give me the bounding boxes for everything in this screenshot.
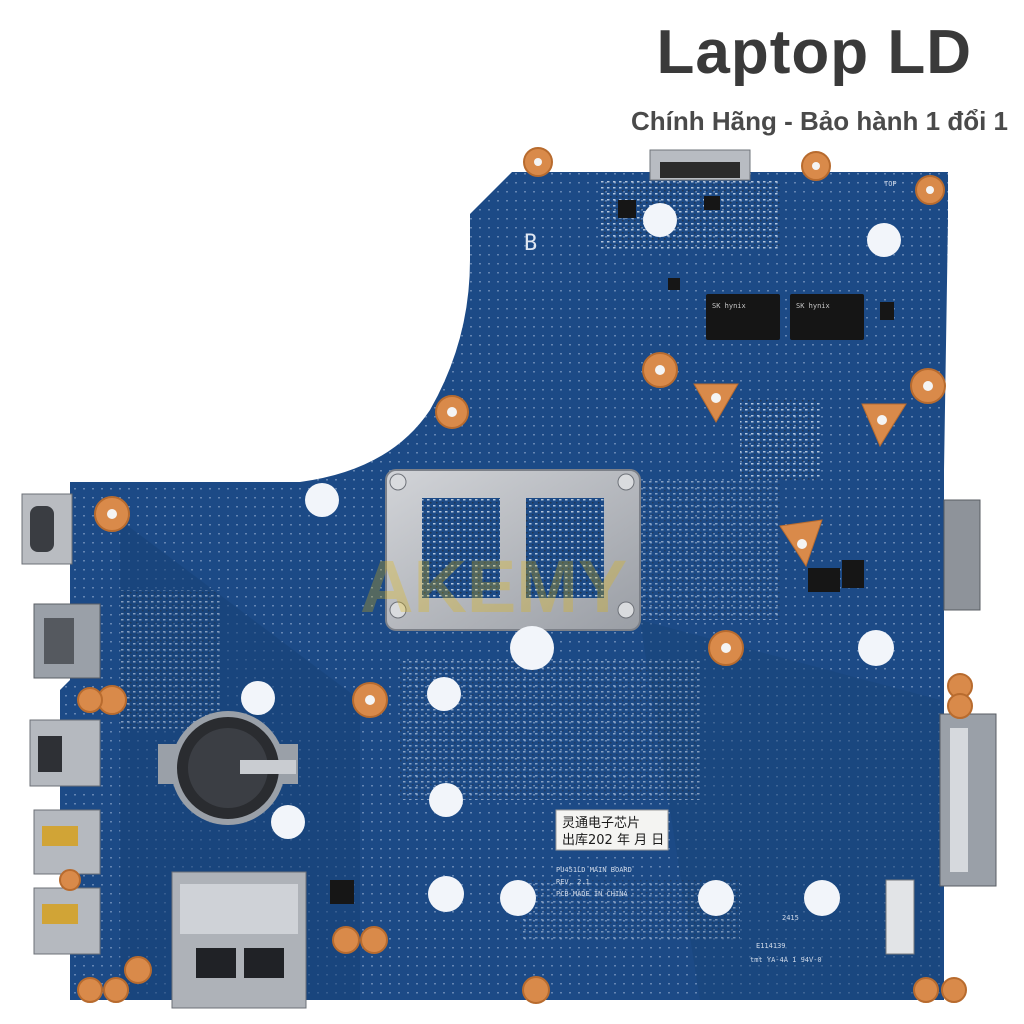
svg-text:灵通电子芯片: 灵通电子芯片: [562, 816, 640, 831]
watermark-akemy: AKEMY: [360, 545, 627, 628]
cmos-battery-holder: [158, 711, 298, 825]
side-marker: B: [524, 231, 537, 256]
ram-chip-1: SK hynix: [706, 294, 780, 340]
svg-text:出库202 年 月 日: 出库202 年 月 日: [562, 832, 664, 848]
sd-card-slot: [171, 871, 307, 1009]
board-made: PCB MADE IN CHINA: [556, 890, 628, 898]
ethernet-port: [33, 603, 101, 679]
brand-subtitle: Chính Hãng - Bảo hành 1 đổi 1: [631, 106, 1008, 136]
board-date-code: 2415: [782, 914, 799, 922]
battery-connector: [649, 149, 751, 181]
brand-title: Laptop LD: [656, 18, 972, 87]
top-marker: TOP: [884, 180, 897, 188]
mounting-pads: [59, 147, 973, 1004]
cpu-bracket: [385, 469, 641, 631]
hdmi-port: [29, 719, 101, 787]
chip-sticker: 灵通电子芯片 出库202 年 月 日: [555, 809, 669, 851]
board-cert-code: E114139: [756, 942, 786, 950]
svg-text:SK hynix: SK hynix: [796, 302, 830, 310]
flat-cable-connector: [885, 879, 915, 955]
test-pads: [241, 203, 901, 916]
ram-chip-2: SK hynix: [790, 294, 864, 340]
odd-connector: [939, 713, 997, 887]
usb-c-port: [21, 493, 73, 565]
sata-connector: [943, 499, 981, 611]
board-rev: REV. 2.1: [556, 878, 590, 886]
small-ics: [330, 196, 894, 904]
board-model: PU451LD MAIN BOARD: [556, 866, 632, 874]
usb-port-2: [33, 887, 101, 955]
usb-port-1: [33, 809, 101, 875]
board-rating: tmt YA-4A 1 94V-0: [750, 956, 822, 964]
svg-text:SK hynix: SK hynix: [712, 302, 746, 310]
